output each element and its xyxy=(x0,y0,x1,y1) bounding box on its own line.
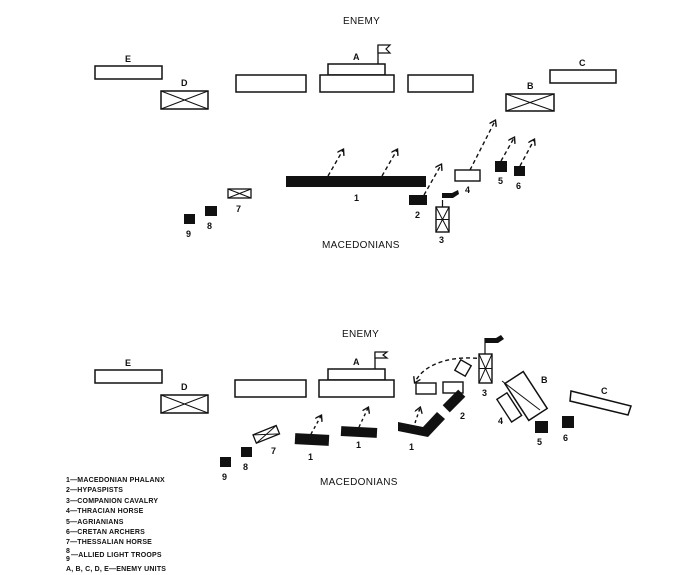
unit-label: 8 xyxy=(207,221,212,231)
thessalian-horse-unit: 7 xyxy=(227,188,252,214)
enemy-small-unit xyxy=(415,382,437,395)
enemy-unit-a: A xyxy=(318,351,395,398)
flag-icon xyxy=(485,335,504,343)
agrianians-unit: 5 xyxy=(535,421,548,447)
unit-label: 5 xyxy=(498,176,503,186)
legend-item: 3—COMPANION CAVALRY xyxy=(66,497,159,505)
enemy-unit-a: A xyxy=(319,44,395,93)
unit-label: D xyxy=(181,382,188,392)
enemy-unit-e: E xyxy=(94,358,163,384)
enemy-label: ENEMY xyxy=(342,329,379,340)
agrianians-unit: 5 xyxy=(495,138,514,186)
enemy-unit-c: C xyxy=(569,386,632,416)
unit-label: C xyxy=(601,386,608,396)
cretan-archers-unit: 6 xyxy=(562,416,574,443)
unit-label: D xyxy=(181,78,188,88)
macedonians-label: MACEDONIANS xyxy=(322,240,400,251)
unit-label: 2 xyxy=(460,411,465,421)
legend-item: 6—CRETAN ARCHERS xyxy=(66,529,146,537)
enemy-right-center-unit xyxy=(407,74,474,93)
unit-label: 3 xyxy=(439,235,444,245)
unit-label: E xyxy=(125,54,131,64)
companion-cavalry-unit: 3 xyxy=(478,335,504,398)
flag-icon xyxy=(442,190,459,198)
unit-label: B xyxy=(541,375,548,385)
unit-label: 9 xyxy=(186,229,191,239)
unit-label: 8 xyxy=(243,462,248,472)
unit-label: A xyxy=(353,357,360,367)
legend-item: 7—THESSALIAN HORSE xyxy=(66,539,153,547)
enemy-unit-b: B xyxy=(505,81,555,112)
enemy-center-unit xyxy=(234,379,307,398)
flag-icon xyxy=(377,44,392,54)
unit-label: 6 xyxy=(516,181,521,191)
phalanx-unit: 1 xyxy=(286,150,426,203)
unit-label: 1 xyxy=(308,452,313,462)
macedonians-label: MACEDONIANS xyxy=(320,477,398,488)
enemy-small-unit xyxy=(453,358,473,378)
legend-number: 9 xyxy=(66,555,71,563)
unit-label: 5 xyxy=(537,437,542,447)
top-diagram: ENEMY E D A B xyxy=(94,16,617,251)
phalanx-unit: 1 xyxy=(398,408,445,452)
bottom-diagram: ENEMY E D A xyxy=(94,329,632,488)
unit-label: 2 xyxy=(415,210,420,220)
legend-item: 1—MACEDONIAN PHALANX xyxy=(66,477,165,484)
unit-label: 7 xyxy=(236,204,241,214)
phalanx-unit: 1 xyxy=(294,416,330,462)
thracian-horse-unit: 4 xyxy=(495,391,523,426)
flag-icon xyxy=(374,351,389,359)
legend: 1—MACEDONIAN PHALANX 2—HYPASPISTS 3—COMP… xyxy=(66,476,166,575)
enemy-unit-d: D xyxy=(160,382,209,414)
enemy-unit-b: B xyxy=(501,370,549,422)
enemy-label: ENEMY xyxy=(343,16,380,27)
unit-label: A xyxy=(353,52,360,62)
unit-label: 1 xyxy=(356,440,361,450)
legend-item: 5—AGRIANIANS xyxy=(66,518,124,526)
unit-label: 7 xyxy=(271,446,276,456)
unit-label: C xyxy=(579,58,586,68)
unit-label: 1 xyxy=(354,193,359,203)
legend-item: 8 9 —ALLIED LIGHT TROOPS xyxy=(66,547,166,565)
hypaspists-unit: 2 xyxy=(442,389,466,421)
legend-item: 2—HYPASPISTS xyxy=(66,487,124,495)
enemy-unit-d: D xyxy=(160,78,209,110)
thracian-horse-unit: 4 xyxy=(454,121,495,195)
enemy-unit-e: E xyxy=(94,54,163,80)
legend-text: —ALLIED LIGHT TROOPS xyxy=(71,551,162,559)
unit-label: E xyxy=(125,358,131,368)
unit-label: 9 xyxy=(222,472,227,482)
legend-item: A, B, C, D, E—ENEMY UNITS xyxy=(66,565,167,573)
unit-label: 4 xyxy=(465,185,470,195)
legend-number: 8 xyxy=(66,547,71,555)
cretan-archers-unit: 6 xyxy=(514,140,534,191)
enemy-small-unit xyxy=(442,381,464,394)
allied-light-troops-unit: 8 xyxy=(241,447,252,472)
unit-label: 4 xyxy=(498,416,503,426)
phalanx-unit: 1 xyxy=(340,408,378,450)
cavalry-maneuver-arrow xyxy=(415,357,485,382)
thessalian-horse-unit: 7 xyxy=(252,424,281,456)
enemy-center-unit xyxy=(235,74,307,93)
allied-light-troops-unit: 9 xyxy=(220,457,231,482)
unit-label: 1 xyxy=(409,442,414,452)
allied-light-troops-unit: 8 xyxy=(205,206,217,231)
allied-light-troops-unit: 9 xyxy=(184,214,195,239)
companion-cavalry-unit: 3 xyxy=(435,190,459,245)
unit-label: B xyxy=(527,81,534,91)
unit-label: 6 xyxy=(563,433,568,443)
unit-label: 3 xyxy=(482,388,487,398)
legend-item: 4—THRACIAN HORSE xyxy=(66,508,144,516)
enemy-unit-c: C xyxy=(549,58,617,84)
hypaspists-unit: 2 xyxy=(409,165,441,220)
